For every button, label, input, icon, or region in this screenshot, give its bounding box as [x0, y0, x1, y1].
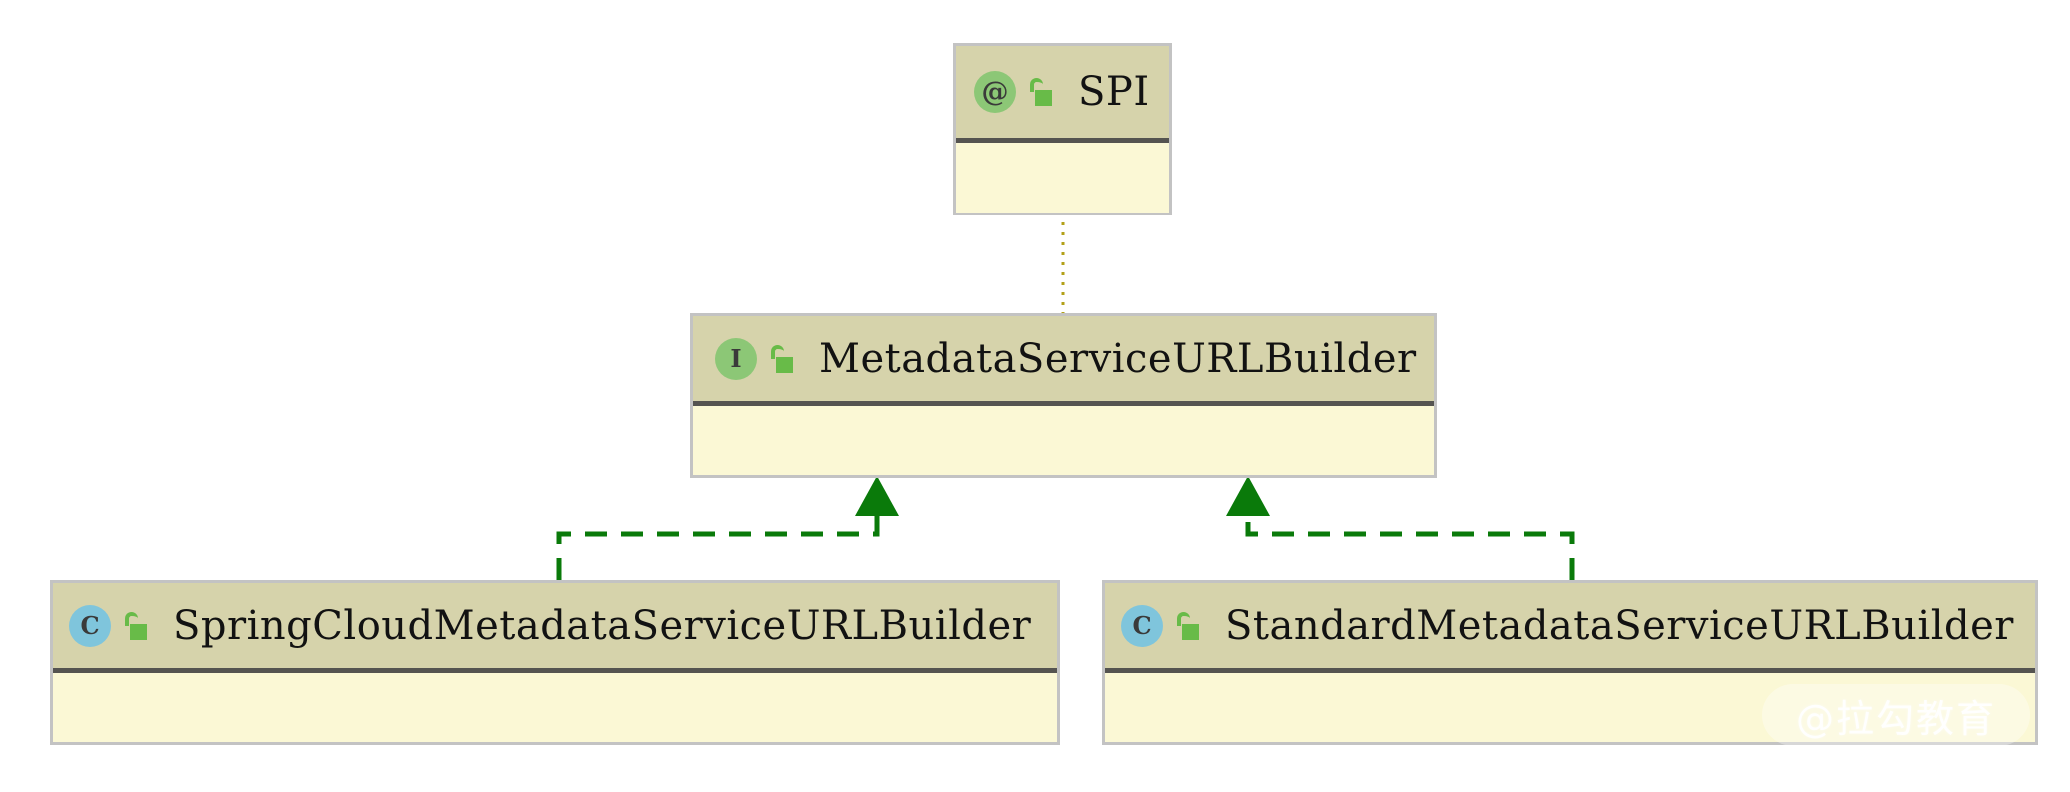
class-badge-glyph: C: [1121, 604, 1163, 647]
watermark: @拉勾教育: [1762, 684, 2030, 746]
watermark-text: @拉勾教育: [1795, 696, 1996, 741]
realization-arrowhead-springcloud: [855, 476, 899, 516]
uml-node-metadata-service-url-builder[interactable]: I MetadataServiceURLBuilder: [690, 313, 1437, 478]
uml-node-spi-header: @ SPI: [956, 46, 1169, 143]
open-padlock-icon: [1028, 78, 1052, 106]
open-padlock-icon: [769, 344, 793, 373]
class-badge-icon: C: [69, 604, 111, 647]
class-badge-icon: C: [1121, 604, 1163, 647]
edge-springcloud-realizes-interface: [556, 506, 880, 580]
edge-standard-realizes-interface: [1245, 506, 1575, 580]
uml-node-spi-body: [956, 143, 1169, 213]
uml-node-standard-metadata-service-url-builder-body: [1105, 673, 2035, 742]
uml-node-metadata-service-url-builder-header: I MetadataServiceURLBuilder: [693, 316, 1434, 406]
uml-node-spi[interactable]: @ SPI: [953, 43, 1172, 215]
open-padlock-icon: [123, 611, 147, 640]
uml-node-spring-cloud-metadata-service-url-builder-header: C SpringCloudMetadataServiceURLBuilder: [53, 583, 1057, 673]
uml-node-metadata-service-url-builder-title: MetadataServiceURLBuilder: [819, 335, 1417, 382]
uml-node-spring-cloud-metadata-service-url-builder[interactable]: C SpringCloudMetadataServiceURLBuilder: [50, 580, 1060, 745]
uml-node-standard-metadata-service-url-builder-header: C StandardMetadataServiceURLBuilder: [1105, 583, 2035, 673]
uml-node-metadata-service-url-builder-body: [693, 406, 1434, 475]
open-padlock-icon: [1175, 611, 1199, 640]
realization-arrowhead-standard: [1226, 476, 1270, 516]
class-badge-glyph: C: [69, 604, 111, 647]
uml-node-spring-cloud-metadata-service-url-builder-title: SpringCloudMetadataServiceURLBuilder: [173, 602, 1032, 649]
uml-node-spi-title: SPI: [1078, 69, 1150, 115]
uml-node-standard-metadata-service-url-builder[interactable]: C StandardMetadataServiceURLBuilder: [1102, 580, 2038, 745]
uml-node-spring-cloud-metadata-service-url-builder-body: [53, 673, 1057, 742]
uml-node-standard-metadata-service-url-builder-title: StandardMetadataServiceURLBuilder: [1225, 602, 2014, 649]
annotation-badge-icon: @: [974, 71, 1016, 113]
interface-badge-glyph: I: [715, 337, 757, 380]
annotation-badge-glyph: @: [974, 71, 1016, 113]
interface-badge-icon: I: [715, 337, 757, 380]
